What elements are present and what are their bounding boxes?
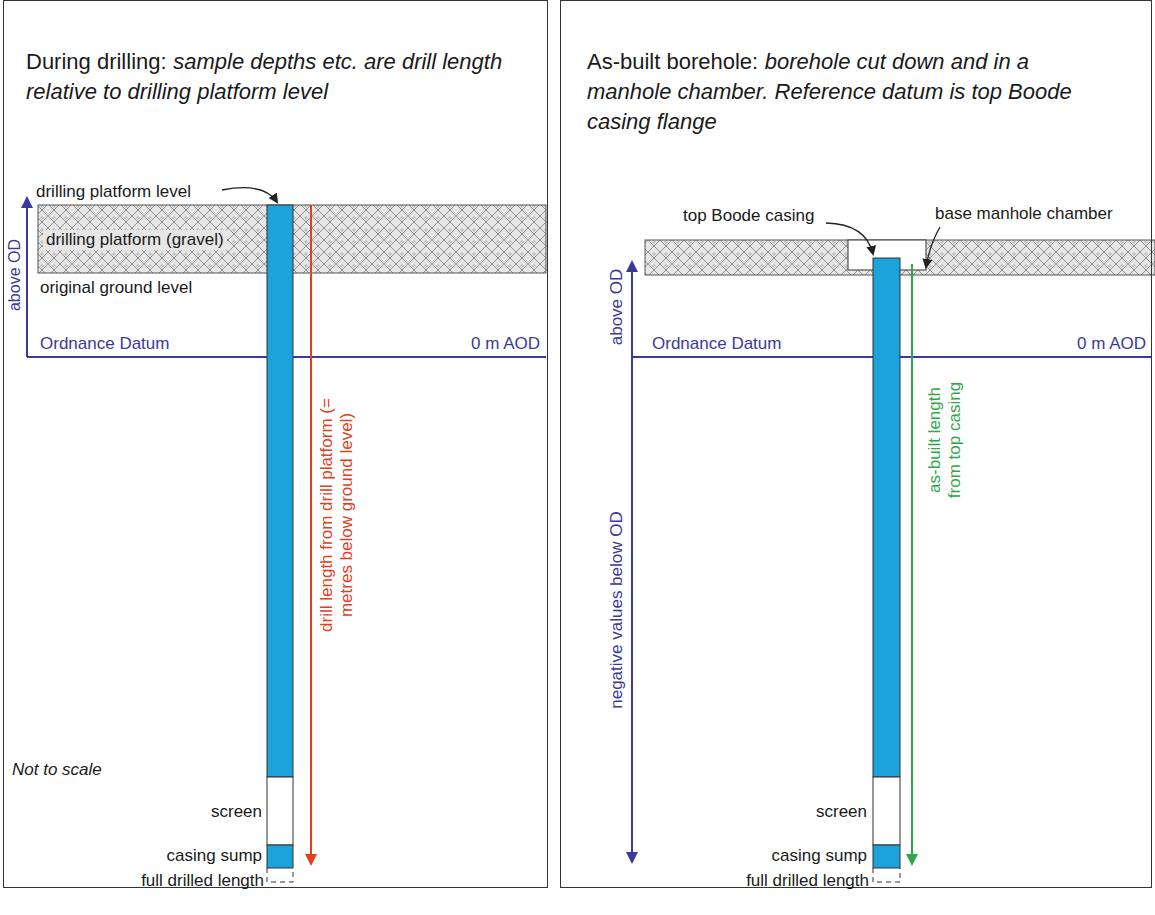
datum-label: Ordnance Datum xyxy=(40,334,169,354)
panel-heading: As-built borehole:borehole cut down and … xyxy=(587,47,1117,137)
leader-label: drilling platform level xyxy=(36,182,191,202)
band-label: drilling platform (gravel) xyxy=(43,230,227,250)
screen-section xyxy=(873,777,900,845)
dimension-label: drill length from drill platform (= metr… xyxy=(317,390,358,640)
level-label: original ground level xyxy=(40,278,192,298)
leader-label: top Boode casing xyxy=(683,206,814,226)
casing-sump xyxy=(873,845,900,868)
part-label: screen xyxy=(211,802,262,822)
axis-label: negative values below OD xyxy=(607,511,627,709)
leader-arrow xyxy=(222,188,277,202)
dimension-label: as-built length from top casing xyxy=(925,370,966,510)
leader-label: base manhole chamber xyxy=(935,204,1113,224)
datum-value: 0 m AOD xyxy=(471,334,540,354)
part-label: full drilled length xyxy=(141,871,264,891)
panel-heading: During drilling:sample depths etc. are d… xyxy=(26,47,526,107)
screen-section xyxy=(267,777,293,845)
part-label: screen xyxy=(816,802,867,822)
leader-arrow xyxy=(926,227,940,267)
gravel-band: drilling platform (gravel) xyxy=(39,206,547,274)
casing-pipe xyxy=(267,205,293,777)
part-label: casing sump xyxy=(772,846,867,866)
casing-pipe xyxy=(873,258,900,777)
datum-value: 0 m AOD xyxy=(1077,334,1146,354)
part-label: full drilled length xyxy=(746,871,869,891)
diagram-panel: As-built borehole:borehole cut down and … xyxy=(560,0,1152,888)
heading-text: As-built borehole: xyxy=(587,49,758,74)
heading-text: During drilling: xyxy=(26,49,167,74)
od-axis-arrow xyxy=(26,198,28,357)
axis-label: above OD xyxy=(607,269,627,346)
drilled-length-dashes xyxy=(873,868,900,882)
part-label: casing sump xyxy=(167,846,262,866)
drilled-length-dashes xyxy=(267,868,293,882)
leader-arrow xyxy=(826,223,873,254)
od-axis-arrow xyxy=(631,262,633,862)
as-built-length-arrow xyxy=(911,264,913,864)
axis-label: above OD xyxy=(5,239,24,311)
datum-label: Ordnance Datum xyxy=(652,334,781,354)
note: Not to scale xyxy=(12,760,102,780)
drill-length-arrow xyxy=(310,205,312,864)
casing-sump xyxy=(267,845,293,868)
diagram-panel: During drilling:sample depths etc. are d… xyxy=(3,0,548,888)
